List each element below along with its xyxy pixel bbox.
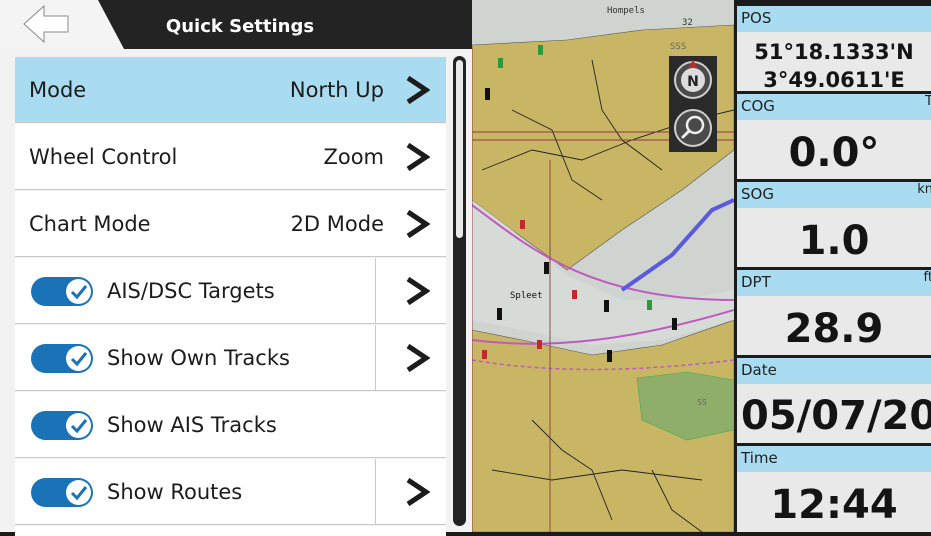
- checkmark-icon: [70, 352, 88, 367]
- sog-unit: kn: [917, 182, 931, 197]
- next-row-partial: [15, 526, 446, 536]
- time-value: 12:44: [770, 482, 898, 528]
- time-label: Time: [741, 449, 778, 467]
- sog-label: SOG: [741, 185, 774, 203]
- mode-label: Mode: [29, 78, 87, 102]
- instrument-panel: POS 51°18.1333'N 3°49.0611'E COG T 0.0° S…: [734, 0, 931, 532]
- ais-dsc-targets-row: AIS/DSC Targets: [15, 258, 446, 324]
- cog-value: 0.0°: [788, 130, 880, 176]
- settings-list: Mode North Up Wheel Control Zoom Chart M…: [15, 57, 446, 536]
- show-ais-tracks-row: Show AIS Tracks: [15, 392, 446, 458]
- show-ais-tracks-toggle[interactable]: [31, 411, 93, 440]
- sog-tile[interactable]: SOG kn 1.0: [737, 182, 931, 267]
- cog-unit: T: [925, 94, 931, 109]
- mode-row[interactable]: Mode North Up: [15, 57, 446, 123]
- date-tile[interactable]: Date 05/07/20: [737, 358, 931, 443]
- north-up-compass-icon: N: [674, 60, 712, 99]
- chevron-right-icon: [406, 75, 430, 105]
- chevron-right-icon: [406, 209, 430, 239]
- svg-text:N: N: [687, 74, 699, 90]
- show-routes-submenu-chevron-icon[interactable]: [404, 477, 430, 507]
- chart-place-hompels: Hompels: [607, 6, 645, 16]
- checkmark-icon: [70, 285, 88, 300]
- show-routes-toggle[interactable]: [31, 478, 93, 507]
- show-own-tracks-submenu-chevron-icon[interactable]: [404, 343, 430, 373]
- show-routes-row: Show Routes: [15, 459, 446, 525]
- cog-label: COG: [741, 97, 775, 115]
- dpt-label: DPT: [741, 273, 771, 291]
- show-routes-label: Show Routes: [107, 480, 243, 504]
- wheel-control-label: Wheel Control: [29, 145, 178, 169]
- dpt-unit: ft: [923, 270, 931, 285]
- pos-tile[interactable]: POS 51°18.1333'N 3°49.0611'E: [737, 6, 931, 91]
- scrollbar-thumb[interactable]: [456, 60, 463, 238]
- quick-settings-header: Quick Settings: [0, 0, 472, 49]
- chart-mode-value: 2D Mode: [290, 212, 384, 236]
- date-label: Date: [741, 361, 777, 379]
- chevron-right-icon: [406, 142, 430, 172]
- quick-settings-panel: Quick Settings Mode North Up Wheel Contr…: [0, 0, 472, 536]
- dpt-value: 28.9: [784, 306, 884, 352]
- dpt-tile[interactable]: DPT ft 28.9: [737, 270, 931, 355]
- svg-text:SS: SS: [697, 398, 707, 407]
- time-tile[interactable]: Time 12:44: [737, 446, 931, 532]
- show-own-tracks-row: Show Own Tracks: [15, 325, 446, 391]
- checkmark-icon: [70, 486, 88, 501]
- pos-longitude: 3°49.0611'E: [763, 68, 905, 91]
- chart-mode-label: Chart Mode: [29, 212, 151, 236]
- pos-latitude: 51°18.1333'N: [754, 40, 914, 64]
- ais-dsc-targets-toggle[interactable]: [31, 277, 93, 306]
- show-own-tracks-label: Show Own Tracks: [107, 346, 290, 370]
- chart-depth-number: 32: [682, 18, 693, 28]
- ais-dsc-targets-submenu-chevron-icon[interactable]: [404, 276, 430, 306]
- back-arrow-icon: [23, 4, 69, 44]
- date-value: 05/07/20: [741, 393, 931, 439]
- chart-place-spleet: Spleet: [510, 291, 543, 301]
- pos-label: POS: [741, 9, 772, 27]
- sog-value: 1.0: [798, 218, 870, 264]
- wheel-control-row[interactable]: Wheel Control Zoom: [15, 124, 446, 190]
- show-own-tracks-toggle[interactable]: [31, 344, 93, 373]
- zoom-magnifier-icon: [674, 109, 712, 147]
- settings-scrollbar[interactable]: [453, 56, 466, 526]
- checkmark-icon: [70, 419, 88, 434]
- back-button[interactable]: [0, 0, 110, 49]
- cog-tile[interactable]: COG T 0.0°: [737, 94, 931, 179]
- show-ais-tracks-label: Show AIS Tracks: [107, 413, 277, 437]
- chart-mode-row[interactable]: Chart Mode 2D Mode: [15, 191, 446, 257]
- zoom-button[interactable]: [669, 104, 717, 152]
- north-up-button[interactable]: N: [669, 56, 717, 104]
- svg-text:SSS: SSS: [670, 42, 686, 52]
- wheel-control-value: Zoom: [323, 145, 384, 169]
- quick-settings-title: Quick Settings: [165, 16, 315, 37]
- mode-value: North Up: [289, 78, 384, 102]
- quick-settings-body: Mode North Up Wheel Control Zoom Chart M…: [0, 49, 472, 536]
- ais-dsc-targets-label: AIS/DSC Targets: [107, 279, 275, 303]
